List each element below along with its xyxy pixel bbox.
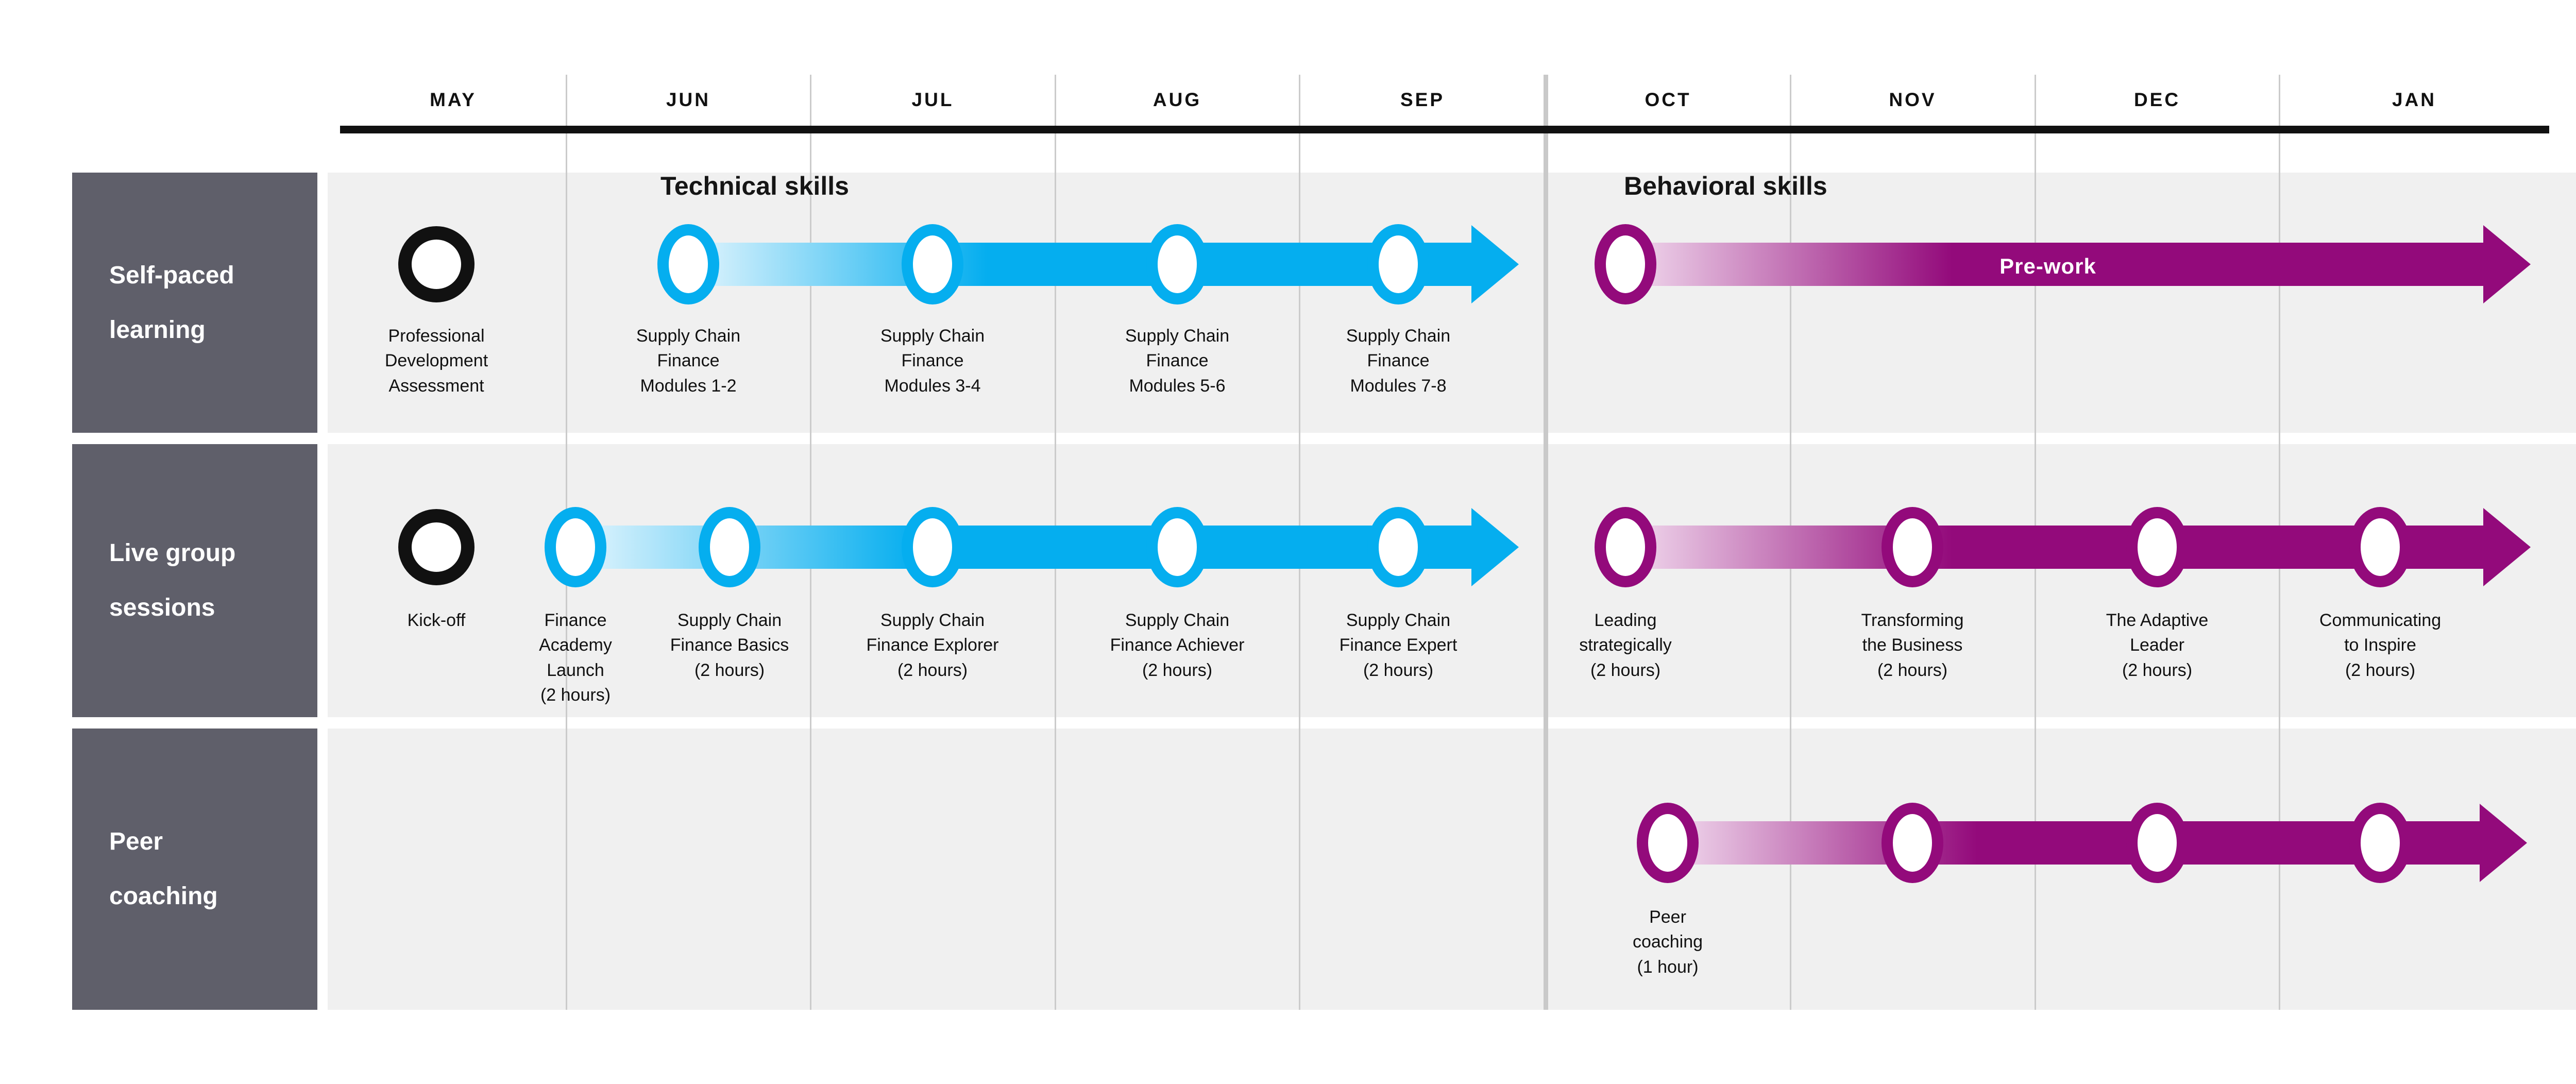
- milestone-dot-peer-coaching-dec: [2126, 803, 2188, 883]
- milestone-dot-finance-basics: [699, 507, 760, 587]
- milestone-label: Peer coaching (1 hour): [1632, 907, 1703, 977]
- milestone-label: Communicating to Inspire (2 hours): [2319, 611, 2442, 680]
- row-background-self-paced: [328, 173, 2576, 433]
- milestone-label: Transforming the Business (2 hours): [1861, 611, 1964, 680]
- milestone-dot-transforming-business: [1882, 507, 1943, 587]
- section-heading-behavioral-skills: Behavioral skills: [1624, 172, 1827, 200]
- sidebar-row-peer-coaching: Peer coaching: [72, 729, 317, 1010]
- month-label-dec: DEC: [2133, 89, 2181, 110]
- milestone-dot-modules-7-8: [1367, 224, 1429, 304]
- sidebar-label: Live group sessions: [109, 539, 236, 621]
- section-heading-technical-skills: Technical skills: [660, 172, 849, 200]
- month-label-oct: OCT: [1645, 89, 1691, 110]
- milestone-label: Professional Development Assessment: [384, 326, 488, 396]
- sidebar-row-self-paced-learning: Self-paced learning: [72, 173, 317, 433]
- milestone-label: Finance Academy Launch (2 hours): [539, 611, 612, 705]
- behavioral-arrow-band-row3: [1668, 821, 2482, 865]
- behavioral-arrow-band-row2: [1625, 526, 2485, 569]
- milestone-dot-peer-coaching-oct: [1637, 803, 1699, 883]
- milestone-label: Supply Chain Finance Modules 3-4: [880, 326, 985, 396]
- milestone-label: Supply Chain Finance Modules 5-6: [1125, 326, 1230, 396]
- milestone-dot-peer-coaching-nov: [1882, 803, 1943, 883]
- header-rule: [340, 126, 2549, 133]
- gridline-oct-section-divider: [1544, 75, 1548, 1010]
- milestone-dot-adaptive-leader: [2126, 507, 2188, 587]
- milestone-label: Supply Chain Finance Modules 7-8: [1346, 326, 1451, 396]
- milestone-dot-peer-coaching-jan: [2349, 803, 2411, 883]
- behavioral-arrow-band-row1: [1625, 243, 2485, 286]
- milestone-dot-modules-3-4: [902, 224, 963, 304]
- milestone-label: Supply Chain Finance Explorer (2 hours): [866, 611, 999, 680]
- milestone-dot-leading-strategically: [1595, 507, 1656, 587]
- month-label-may: MAY: [430, 89, 477, 110]
- sidebar-label: Peer coaching: [109, 828, 218, 910]
- milestone-label: The Adaptive Leader (2 hours): [2106, 611, 2209, 680]
- row-background-live-group: [328, 444, 2576, 717]
- milestone-dot-finance-expert: [1367, 507, 1429, 587]
- milestone-dot-finance-achiever: [1146, 507, 1208, 587]
- sidebar-label: Self-paced learning: [109, 261, 234, 344]
- milestone-dot-finance-explorer: [902, 507, 963, 587]
- month-label-nov: NOV: [1889, 89, 1937, 110]
- milestone-dot-communicating-inspire: [2349, 507, 2411, 587]
- milestone-label: Leading strategically (2 hours): [1579, 611, 1672, 680]
- milestone-dot-modules-1-2: [657, 224, 719, 304]
- technical-arrow-band-row1: [688, 243, 1475, 286]
- milestone-dot-kick-off: [398, 509, 474, 585]
- sidebar-row-live-group-sessions: Live group sessions: [72, 444, 317, 717]
- milestone-dot-modules-5-6: [1146, 224, 1208, 304]
- milestone-dot-prework-start: [1595, 224, 1656, 304]
- month-label-jan: JAN: [2392, 89, 2437, 110]
- month-label-sep: SEP: [1400, 89, 1445, 110]
- milestone-dot-finance-academy-launch: [545, 507, 606, 587]
- milestone-dot-assessment: [398, 226, 474, 302]
- milestone-label: Supply Chain Finance Achiever (2 hours): [1110, 611, 1245, 680]
- month-label-jul: JUL: [911, 89, 954, 110]
- milestone-label: Supply Chain Finance Basics (2 hours): [670, 611, 789, 680]
- prework-label: Pre-work: [1999, 254, 2096, 278]
- row-background-peer-coaching: [328, 729, 2576, 1010]
- month-label-aug: AUG: [1153, 89, 1202, 110]
- month-label-jun: JUN: [666, 89, 711, 110]
- milestone-label: Supply Chain Finance Modules 1-2: [636, 326, 741, 396]
- milestone-label: Kick-off: [407, 611, 466, 630]
- milestone-label: Supply Chain Finance Expert (2 hours): [1339, 611, 1458, 680]
